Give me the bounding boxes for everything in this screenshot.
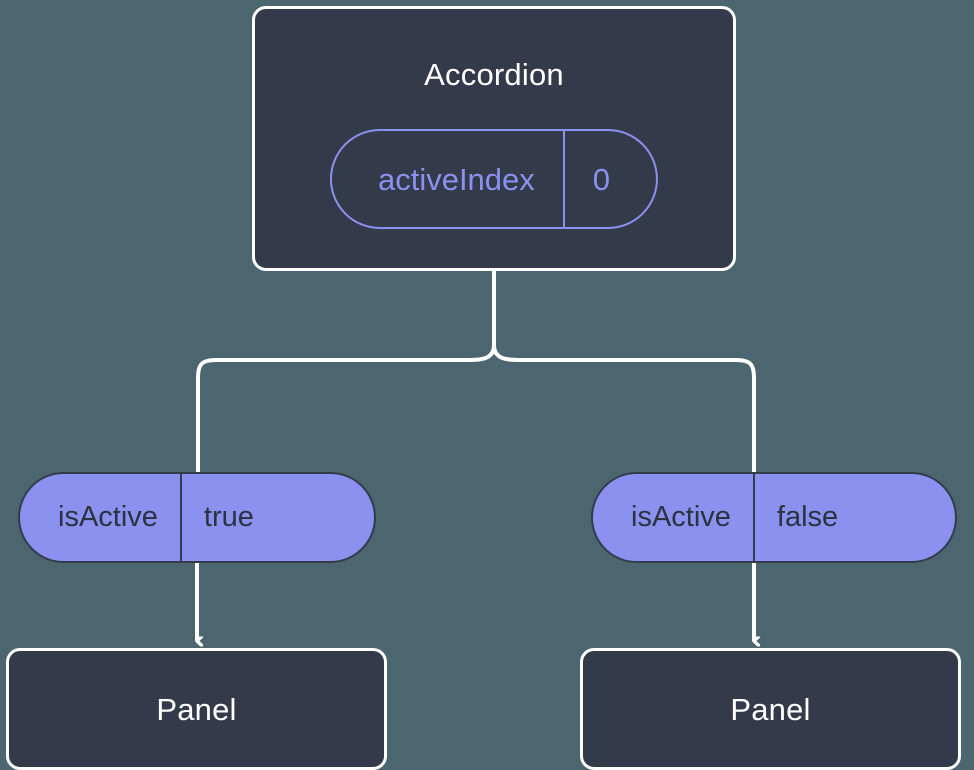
wire-branch-right [492, 343, 756, 474]
component-label-panel: Panel [730, 691, 811, 727]
component-label-panel: Panel [156, 691, 237, 727]
state-pill-key: activeIndex [377, 161, 535, 197]
prop-pill-key: isActive [58, 501, 158, 533]
component-node-accordion[interactable]: Accordion activeIndex 0 [252, 6, 736, 271]
component-node-panel-left[interactable]: Panel [6, 648, 387, 770]
prop-pill-value: false [752, 474, 876, 561]
prop-pill-isactive-false[interactable]: isActive false [591, 472, 957, 563]
component-node-panel-right[interactable]: Panel [580, 648, 961, 770]
wire-branch-left [196, 343, 496, 474]
state-pill-activeindex[interactable]: activeIndex 0 [329, 129, 659, 229]
component-label-accordion: Accordion [424, 57, 564, 92]
prop-pill-isactive-true[interactable]: isActive true [18, 472, 376, 563]
prop-pill-value: true [179, 474, 292, 561]
state-pill-value: 0 [562, 131, 656, 227]
prop-pill-key: isActive [631, 501, 731, 533]
